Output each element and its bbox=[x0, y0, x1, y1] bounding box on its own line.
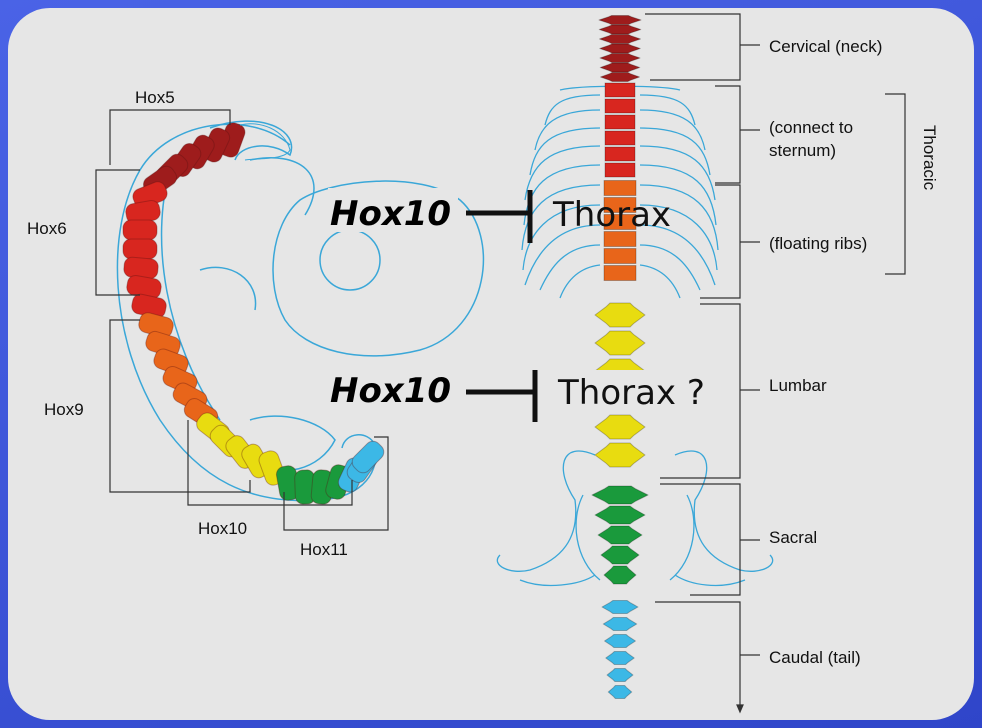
vertebra bbox=[595, 331, 645, 355]
hox11-label: Hox11 bbox=[300, 540, 348, 559]
vertebra bbox=[606, 652, 635, 665]
connect-label-2: sternum) bbox=[769, 141, 836, 160]
hox9-label: Hox9 bbox=[44, 400, 84, 419]
vertebra bbox=[595, 303, 645, 327]
vertebra bbox=[601, 546, 639, 564]
vertebra bbox=[605, 83, 635, 97]
vertebra bbox=[604, 566, 636, 584]
connect-label-1: (connect to bbox=[769, 118, 853, 137]
vertebra bbox=[595, 506, 645, 524]
vertebra bbox=[598, 526, 642, 544]
vertebrae bbox=[592, 16, 648, 699]
vertebra bbox=[602, 601, 638, 614]
floating-ribs-label: (floating ribs) bbox=[769, 234, 867, 253]
hox10-label: Hox10 bbox=[198, 519, 247, 538]
vertebra bbox=[605, 163, 635, 177]
repression-target: Thorax ? bbox=[557, 373, 705, 413]
vertebra bbox=[600, 35, 641, 44]
repression-1: Hox10 Thorax bbox=[328, 188, 671, 243]
hox6-label: Hox6 bbox=[27, 219, 67, 238]
repressor-gene: Hox10 bbox=[330, 371, 451, 411]
vertebra bbox=[601, 73, 640, 82]
vertebra bbox=[608, 686, 632, 699]
vertebra bbox=[595, 415, 645, 439]
embryo-somites bbox=[123, 121, 387, 505]
vertebra bbox=[600, 54, 640, 63]
sacral-label: Sacral bbox=[769, 528, 817, 547]
vertebra bbox=[605, 115, 635, 129]
thoracic-label: Thoracic bbox=[920, 125, 939, 191]
vertebra bbox=[600, 63, 640, 72]
vertebra bbox=[605, 635, 636, 648]
vertebra bbox=[603, 618, 637, 631]
vertebra bbox=[604, 181, 636, 196]
vertebra bbox=[604, 266, 636, 281]
cervical-label: Cervical (neck) bbox=[769, 37, 882, 56]
vertebra bbox=[605, 99, 635, 113]
head-outline bbox=[240, 124, 290, 160]
vertebra bbox=[607, 669, 633, 682]
repressor-gene: Hox10 bbox=[330, 194, 451, 234]
vertebra bbox=[599, 16, 641, 25]
vertebra bbox=[592, 486, 648, 504]
vertebra bbox=[604, 249, 636, 264]
repression-target: Thorax bbox=[552, 195, 671, 235]
caudal-label: Caudal (tail) bbox=[769, 648, 861, 667]
lumbar-label: Lumbar bbox=[769, 376, 827, 395]
vertebra bbox=[595, 443, 645, 467]
vertebra bbox=[605, 131, 635, 145]
vertebra bbox=[600, 44, 641, 53]
vertebra bbox=[599, 25, 641, 34]
somite bbox=[123, 239, 157, 259]
repression-2: Hox10 Thorax ? bbox=[330, 370, 726, 422]
somite bbox=[123, 220, 157, 240]
hox5-label: Hox5 bbox=[135, 88, 175, 107]
vertebra bbox=[605, 147, 635, 161]
